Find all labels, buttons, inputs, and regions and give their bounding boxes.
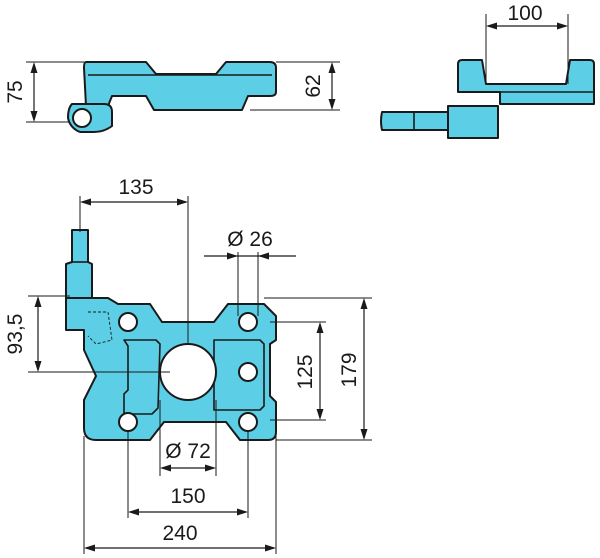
bolt-hole-bottom-right xyxy=(238,412,258,432)
dim-93-label: 93,5 xyxy=(4,314,27,355)
plan-view-recess xyxy=(213,339,265,411)
dim-150-arrow-left xyxy=(128,508,139,516)
front-view-body xyxy=(457,59,595,105)
side-view-eye-hole xyxy=(72,108,92,128)
dim-100-label: 100 xyxy=(507,2,542,25)
bolt-hole-top-left xyxy=(118,312,138,332)
dim-179-arrow-top xyxy=(360,298,368,309)
dim-72-arrow-right xyxy=(205,464,216,472)
plan-view-pocket xyxy=(123,339,161,415)
dim-26-arrow-right xyxy=(258,252,269,260)
dim-75-arrow-bottom xyxy=(30,111,38,122)
dim-62-arrow-top xyxy=(328,62,336,73)
side-view: 75 62 xyxy=(4,61,340,133)
bolt-hole-top-right xyxy=(238,312,258,332)
dim-179-arrow-bottom xyxy=(360,429,368,440)
dim-100-arrow-left xyxy=(486,22,497,30)
side-hole xyxy=(238,362,258,382)
dim-135-arrow-left xyxy=(80,198,91,206)
dim-125-label: 125 xyxy=(294,354,317,389)
dim-93-arrow-bottom xyxy=(34,361,42,372)
dim-26-label: Ø 26 xyxy=(227,228,273,251)
dim-75-arrow-top xyxy=(30,62,38,73)
dim-135-arrow-right xyxy=(177,198,188,206)
dim-135-label: 135 xyxy=(118,176,153,199)
dim-26-arrow-left xyxy=(227,252,238,260)
dim-100-arrow-right xyxy=(557,22,568,30)
dim-125-arrow-top xyxy=(316,322,324,333)
front-view: 100 xyxy=(380,2,595,139)
dim-240-arrow-right xyxy=(265,544,276,552)
dim-240-arrow-left xyxy=(84,544,95,552)
dim-72-label: Ø 72 xyxy=(165,440,211,463)
dim-179-label: 179 xyxy=(338,352,361,387)
plan-view-pin xyxy=(65,229,93,301)
dim-150-arrow-right xyxy=(237,508,248,516)
dim-125-arrow-bottom xyxy=(316,409,324,420)
side-view-body xyxy=(83,61,277,111)
dim-62-arrow-bottom xyxy=(328,99,336,110)
dim-240-label: 240 xyxy=(162,522,197,545)
dim-62-label: 62 xyxy=(302,74,325,97)
dim-150-label: 150 xyxy=(170,485,205,508)
plan-view: 135 Ø 26 93,5 125 179 Ø 7 xyxy=(4,176,372,554)
dim-93-arrow-top xyxy=(34,296,42,307)
dim-75-label: 75 xyxy=(4,80,27,103)
front-view-base xyxy=(447,105,499,139)
dim-72-arrow-left xyxy=(160,464,171,472)
bolt-hole-bottom-left xyxy=(118,412,138,432)
